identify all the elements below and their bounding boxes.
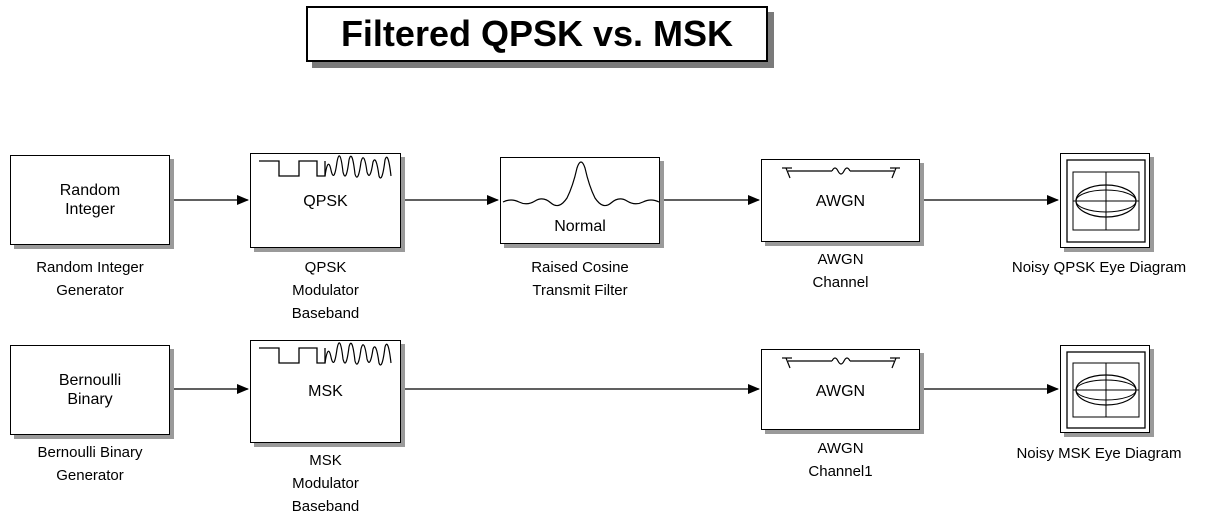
eye-diagram-msk-caption: Noisy MSK Eye Diagram: [1016, 445, 1182, 462]
modulation-waveform-icon: [259, 342, 392, 366]
eye-diagram-icon: [1066, 159, 1146, 243]
eye-diagram-qpsk-caption: Noisy QPSK Eye Diagram: [1011, 259, 1187, 276]
sinc-pulse-icon: [502, 161, 660, 207]
block-label: AWGN: [815, 193, 866, 210]
antenna-channel-icon: [782, 167, 900, 179]
eye-diagram-icon: [1066, 351, 1146, 429]
awgn-channel-block[interactable]: AWGN: [761, 159, 920, 242]
bernoulli-binary-generator-block[interactable]: Bernoulli Binary: [10, 345, 170, 435]
random-integer-generator-block[interactable]: Random Integer: [10, 155, 170, 245]
modulation-waveform-icon: [259, 155, 392, 179]
awgn-channel1-block[interactable]: AWGN: [761, 349, 920, 430]
qpsk-modulator-caption: QPSK Modulator Baseband: [291, 259, 360, 322]
eye-diagram-qpsk-block[interactable]: [1060, 153, 1150, 248]
raised-cosine-filter-caption: Raised Cosine Transmit Filter: [531, 259, 629, 299]
awgn-channel1-caption: AWGN Channel1: [808, 440, 873, 480]
diagram-title: Filtered QPSK vs. MSK: [306, 6, 768, 62]
random-integer-generator-caption: Random Integer Generator: [36, 259, 144, 299]
bernoulli-binary-generator-caption: Bernoulli Binary Generator: [37, 444, 143, 484]
block-label: MSK: [308, 383, 343, 400]
awgn-channel-caption: AWGN Channel: [812, 251, 869, 291]
block-label: Bernoulli Binary: [58, 372, 122, 408]
antenna-channel-icon: [782, 357, 900, 369]
msk-modulator-caption: MSK Modulator Baseband: [291, 452, 360, 515]
qpsk-modulator-block[interactable]: QPSK: [250, 153, 401, 248]
block-label: AWGN: [815, 383, 866, 400]
raised-cosine-filter-block[interactable]: Normal: [500, 157, 660, 244]
msk-modulator-block[interactable]: MSK: [250, 340, 401, 443]
block-label: Random Integer: [59, 182, 121, 218]
block-label: QPSK: [303, 193, 348, 210]
eye-diagram-msk-block[interactable]: [1060, 345, 1150, 433]
block-label: Normal: [554, 218, 606, 235]
